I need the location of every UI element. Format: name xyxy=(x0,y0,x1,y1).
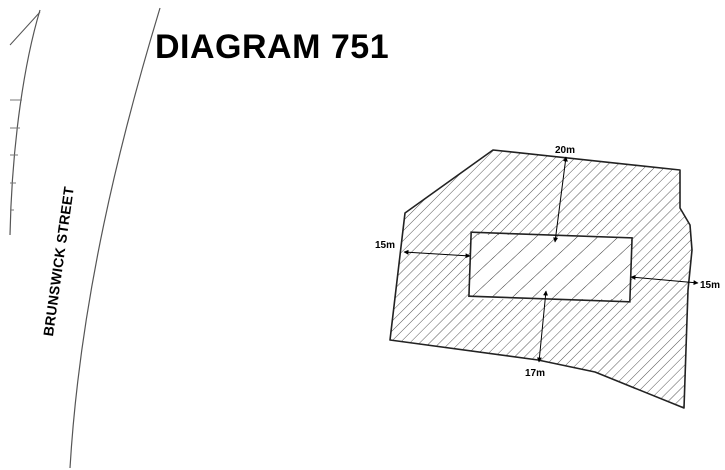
street-edge-right xyxy=(69,7,161,469)
building-envelope-hatch xyxy=(468,231,633,303)
setback-north-label: 20m xyxy=(555,145,575,156)
setback-south-label: 17m xyxy=(525,368,545,379)
diagram-title: DIAGRAM 751 xyxy=(155,28,390,66)
setback-east-label: 15m xyxy=(700,280,720,291)
setback-west-label: 15m xyxy=(375,240,395,251)
setback-east-arrow xyxy=(630,274,699,286)
street-cut-line xyxy=(9,11,41,46)
street-edge-left xyxy=(9,9,41,236)
setback-west-arrow xyxy=(403,249,471,259)
setback-north-arrow xyxy=(553,156,568,243)
setback-south-arrow xyxy=(536,290,549,363)
